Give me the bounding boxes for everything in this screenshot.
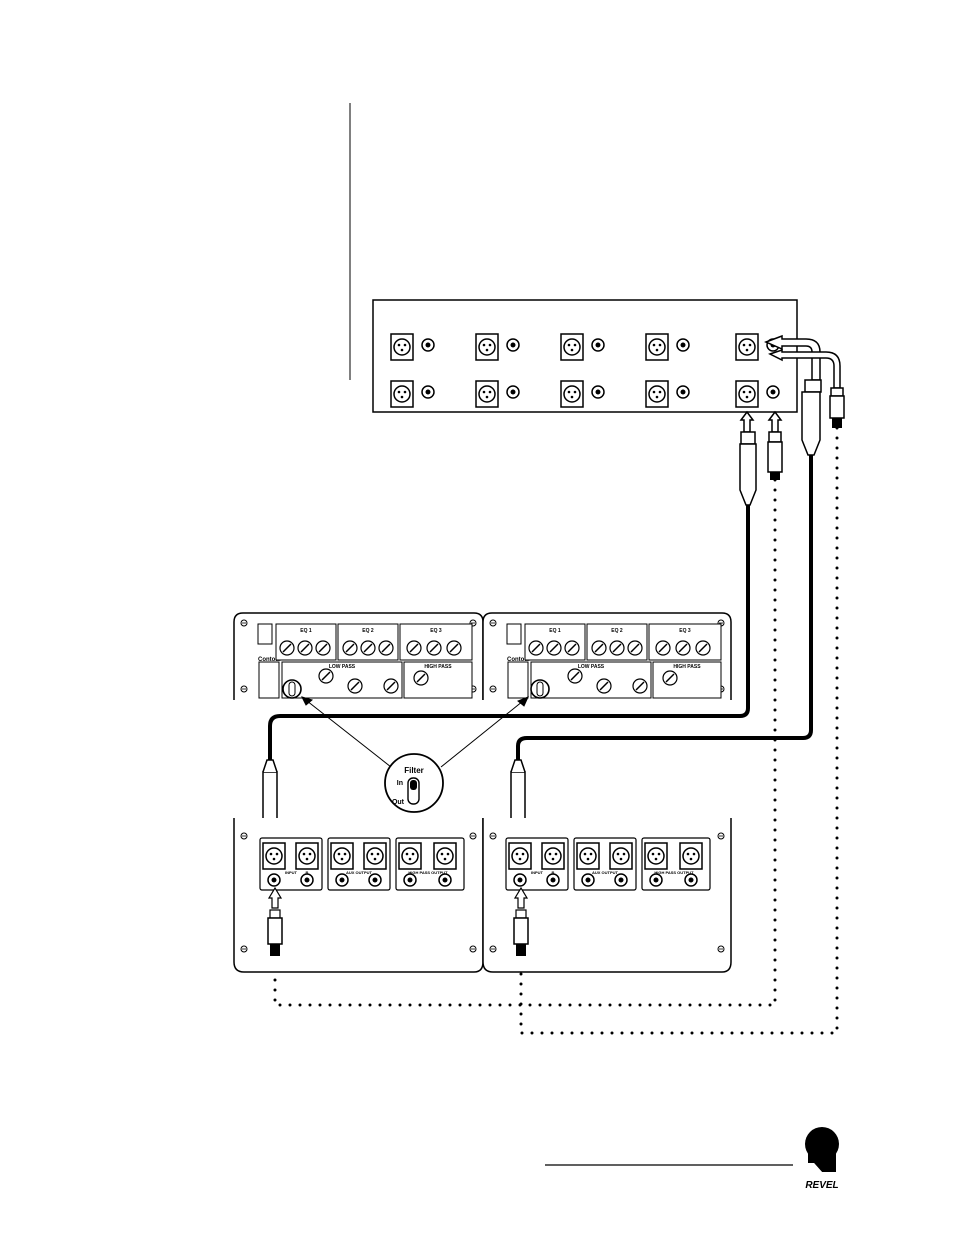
- rca-plug-sub-left: [267, 886, 283, 956]
- r-label-left: R: [306, 870, 309, 875]
- input-label-left: INPUT: [285, 870, 298, 875]
- r-label-right: R: [552, 870, 555, 875]
- eq3-label-right: EQ 3: [679, 628, 691, 634]
- low-pass-label-right: LOW PASS: [578, 664, 605, 670]
- xlr-plug-right-channel: [801, 379, 822, 456]
- eq3-label: EQ 3: [430, 628, 442, 634]
- high-pass-label-right: HIGH PASS: [673, 664, 701, 670]
- eq1-label: EQ 1: [300, 628, 312, 634]
- high-pass-label: HIGH PASS: [424, 664, 452, 670]
- sub-control-panel-right: Contour EQ 1 EQ 2 EQ 3 LOW PASS HIGH PAS…: [482, 612, 732, 700]
- filter-callout-lines: [301, 696, 529, 768]
- rca-plug-left-channel: [767, 431, 783, 480]
- eq1-label-right: EQ 1: [549, 628, 561, 634]
- input-label-right: INPUT: [531, 870, 544, 875]
- eq2-label: EQ 2: [362, 628, 374, 634]
- low-pass-label: LOW PASS: [329, 664, 356, 670]
- revel-logo-text: REVEL: [805, 1180, 838, 1191]
- aux-label-left: AUX OUTPUT: [346, 870, 373, 875]
- sub-control-panel-left: Contour EQ 1 EQ 2 EQ 3 LOW PASS HIGH PAS…: [233, 612, 484, 700]
- processor-back-panel: [372, 299, 798, 413]
- sub-input-panel-left: INPUT R AUX OUTPUT HIGH PASS OUTPUT: [233, 818, 484, 973]
- unbalanced-cables: [273, 426, 839, 1035]
- sub-input-panel-right: INPUT R AUX OUTPUT HIGH PASS OUTPUT: [482, 818, 732, 973]
- xlr-plug-left-channel: [739, 431, 757, 506]
- cable-arrows-processor: [739, 334, 841, 433]
- high-pass-output-label-right: HIGH PASS OUTPUT: [654, 870, 694, 875]
- eq2-label-right: EQ 2: [611, 628, 623, 634]
- revel-logo: REVEL: [805, 1127, 839, 1191]
- filter-in-label: In: [397, 780, 403, 787]
- aux-label-right: AUX OUTPUT: [592, 870, 619, 875]
- rca-plug-sub-right: [513, 886, 529, 956]
- rca-plug-right-channel: [829, 387, 845, 428]
- contour-label-right: Contour: [507, 657, 531, 663]
- contour-label: Contour: [258, 657, 282, 663]
- filter-callout-title: Filter: [404, 766, 424, 775]
- balanced-cables: [268, 455, 813, 760]
- filter-switch-callout: Filter In Out: [384, 753, 444, 813]
- high-pass-output-label-left: HIGH PASS OUTPUT: [408, 870, 448, 875]
- filter-out-label: Out: [392, 799, 405, 806]
